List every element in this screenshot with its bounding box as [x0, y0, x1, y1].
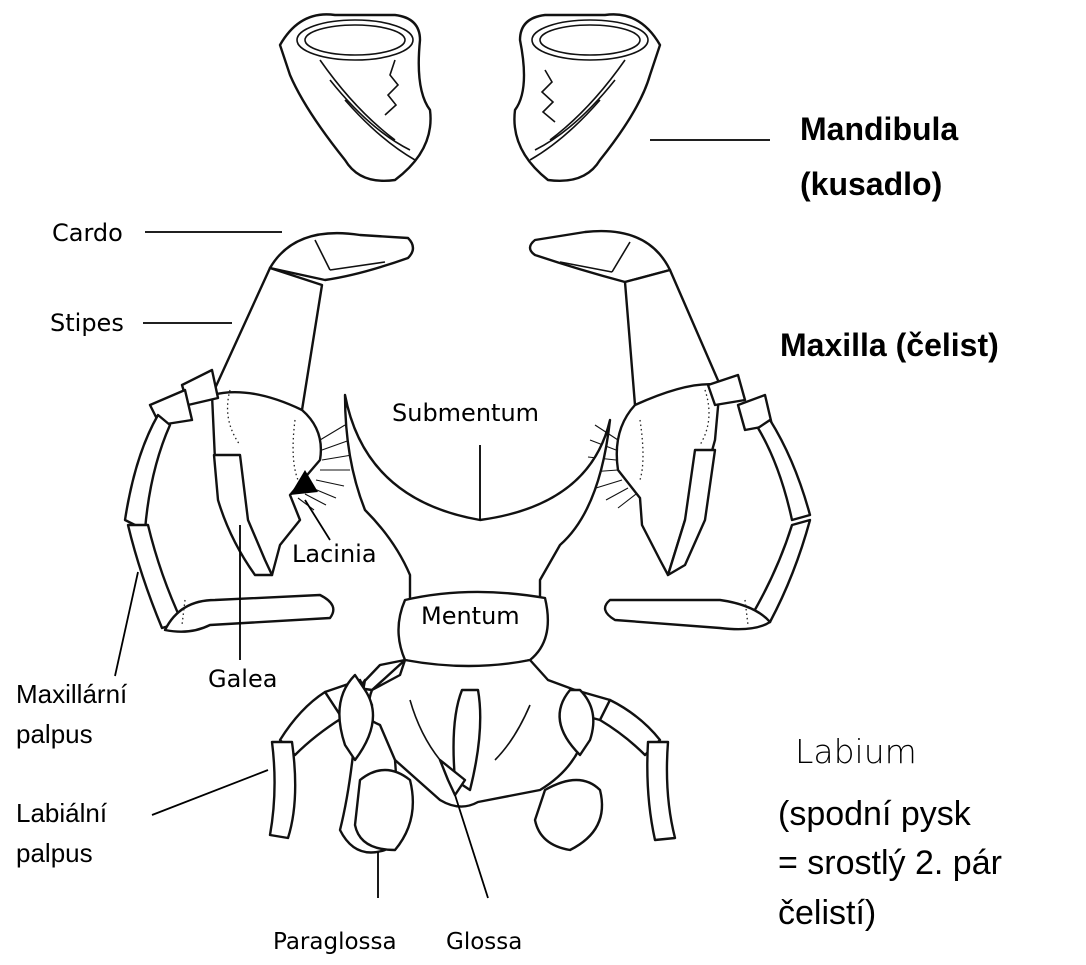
leader-maxillarni-palpus [115, 572, 138, 676]
label-cardo: Cardo [52, 219, 123, 247]
label-maxilla: Maxilla (čelist) [780, 327, 999, 363]
label-galea: Galea [208, 665, 277, 693]
label-glossa: Glossa [446, 929, 522, 955]
left-cardo-shape [270, 233, 413, 280]
leader-glossa [455, 795, 488, 898]
label-mandibula: Mandibula [800, 111, 958, 147]
label-maxillarni-palpus-line2: palpus [16, 719, 93, 749]
label-lacinia: Lacinia [292, 540, 377, 568]
leader-labialni-palpus [152, 770, 268, 815]
label-kusadlo: (kusadlo) [800, 166, 942, 202]
left-mandible [280, 14, 431, 180]
right-maxilla [530, 231, 810, 629]
label-labium: Labium [795, 732, 917, 771]
label-labialni-palpus-line1: Labiální [16, 798, 108, 828]
label-paraglossa: Paraglossa [273, 929, 397, 955]
right-mandible [514, 14, 660, 180]
label-labium-desc-3: čelistí) [778, 894, 876, 932]
left-maxilla [125, 233, 413, 632]
label-maxillarni-palpus-line1: Maxillární [16, 679, 128, 709]
label-labium-desc-1: (spodní pysk [778, 795, 972, 833]
label-labialni-palpus-line2: palpus [16, 838, 93, 868]
label-mentum: Mentum [421, 602, 520, 630]
leader-lacinia [305, 500, 330, 540]
label-stipes: Stipes [50, 309, 124, 337]
label-submentum: Submentum [392, 399, 539, 427]
label-labium-desc-2: = srostlý 2. pár [778, 844, 1002, 882]
